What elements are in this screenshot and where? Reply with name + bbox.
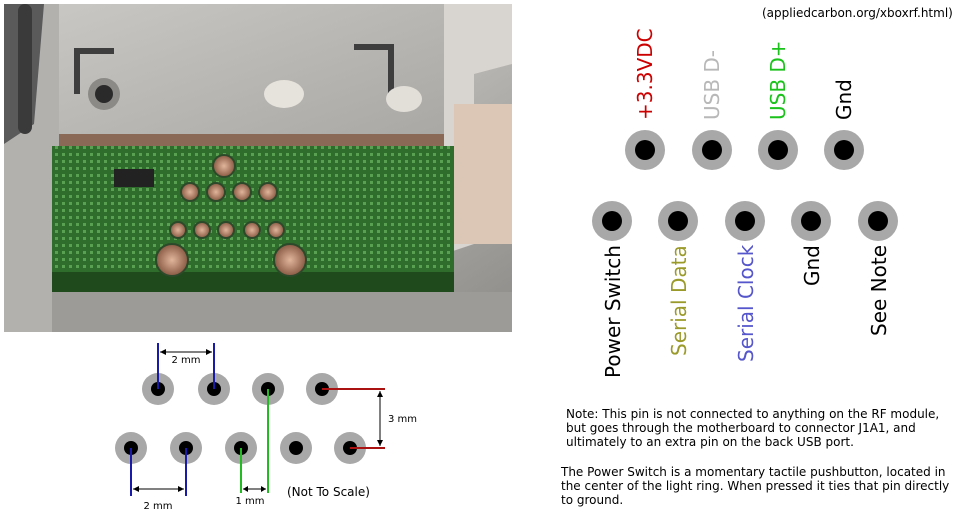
top-row-pins bbox=[142, 373, 338, 405]
row-spacing-label: 3 mm bbox=[388, 414, 417, 425]
bottom-label-1: Power Switch bbox=[601, 245, 625, 378]
offset-label: 1 mm bbox=[235, 496, 264, 507]
top-label-1: +3.3VDC bbox=[633, 28, 657, 120]
pinout-diagram bbox=[592, 130, 898, 241]
note-power-switch: The Power Switch is a momentary tactile … bbox=[561, 465, 950, 507]
top-row-large-pins bbox=[625, 130, 864, 170]
pin-dimension-diagram: 2 mm 2 mm 1 mm 3 mm (Not To Scale) bbox=[115, 343, 417, 512]
bottom-label-3: Serial Clock bbox=[734, 245, 758, 363]
bottom-label-4: Gnd bbox=[800, 245, 824, 286]
top-label-3: USB D+ bbox=[766, 40, 790, 120]
bottom-row-large-pins bbox=[592, 201, 898, 241]
not-to-scale-note: (Not To Scale) bbox=[287, 485, 370, 499]
bottom-label-5: See Note bbox=[867, 245, 891, 337]
note-unconnected-pin: Note: This pin is not connected to anyth… bbox=[566, 407, 940, 449]
bottom-label-2: Serial Data bbox=[667, 245, 691, 356]
source-url: (appliedcarbon.org/xboxrf.html) bbox=[762, 6, 953, 20]
rf-module-photo bbox=[4, 4, 512, 332]
top-label-4: Gnd bbox=[832, 79, 856, 120]
bottom-pitch-label: 2 mm bbox=[143, 501, 172, 512]
top-pitch-label: 2 mm bbox=[171, 355, 200, 366]
top-label-2: USB D- bbox=[700, 49, 724, 120]
